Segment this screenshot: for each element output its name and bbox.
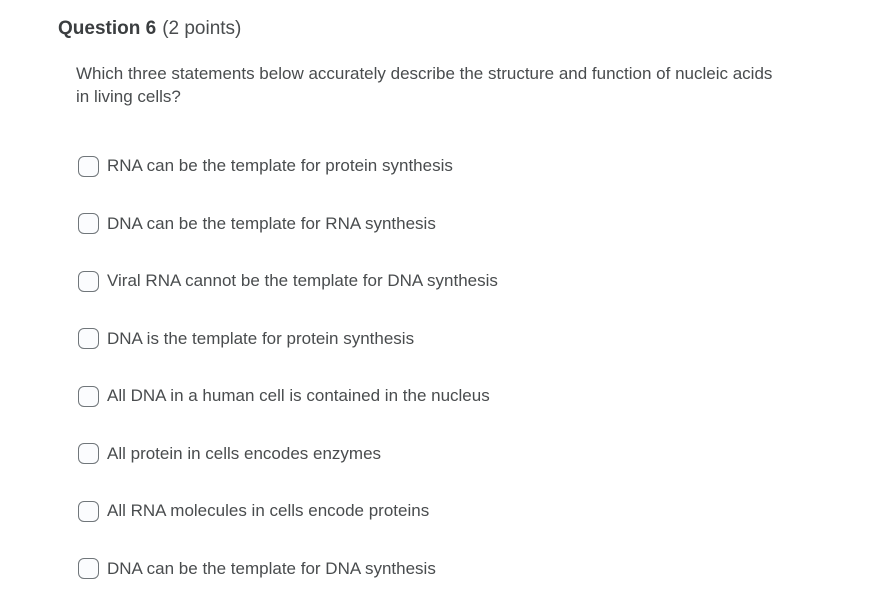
option-label: RNA can be the template for protein synt… [107,156,453,175]
question-prompt: Which three statements below accurately … [76,64,773,106]
option-row-7[interactable]: All RNA molecules in cells encode protei… [78,500,883,522]
checkbox[interactable] [78,270,99,292]
option-label: Viral RNA cannot be the template for DNA… [107,271,498,290]
checkbox[interactable] [78,558,99,579]
option-row-4[interactable]: DNA is the template for protein synthesi… [78,328,883,350]
option-label: All RNA molecules in cells encode protei… [107,501,430,520]
checkbox[interactable] [78,213,99,234]
option-row-8[interactable]: DNA can be the template for DNA synthesi… [78,558,883,580]
option-row-6[interactable]: All protein in cells encodes enzymes [78,443,883,465]
checkbox[interactable] [78,328,99,349]
option-row-5[interactable]: All DNA in a human cell is contained in … [78,385,883,407]
option-label: All DNA in a human cell is contained in … [107,386,490,405]
option-label: DNA is the template for protein synthesi… [107,328,415,348]
options-list: RNA can be the template for protein synt… [78,155,883,580]
option-row-3[interactable]: Viral RNA cannot be the template for DNA… [78,270,883,292]
question-header: Question 6(2 points) [58,17,883,41]
option-label: DNA can be the template for DNA synthesi… [107,558,436,578]
option-label: All protein in cells encodes enzymes [107,443,382,463]
checkbox[interactable] [78,155,99,177]
question-number: Question 6 [58,18,157,39]
checkbox[interactable] [78,500,99,522]
option-label: DNA can be the template for RNA synthesi… [107,213,436,233]
checkbox[interactable] [78,443,99,464]
option-row-1[interactable]: RNA can be the template for protein synt… [78,155,883,177]
option-row-2[interactable]: DNA can be the template for RNA synthesi… [78,213,883,235]
question-points: (2 points) [162,18,242,39]
checkbox[interactable] [78,385,99,407]
